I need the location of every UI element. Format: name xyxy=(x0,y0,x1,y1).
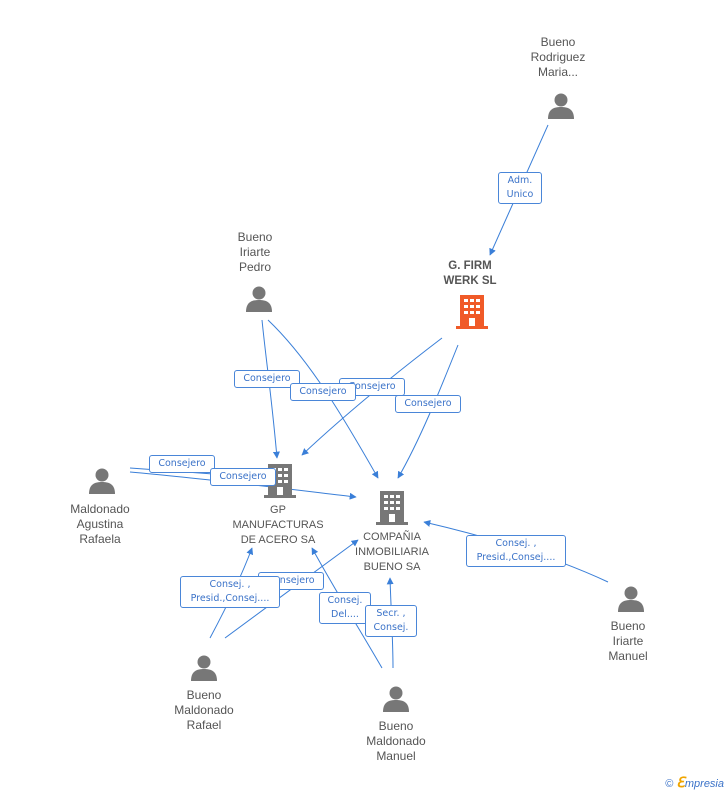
edge-label-consejero: Consejero xyxy=(395,395,461,413)
empresia-logo: © ℇmpresia xyxy=(665,774,724,790)
edge-label-consej-del: Consej. Del.... xyxy=(319,592,371,624)
person-icon xyxy=(191,655,217,681)
edge-label-secr-consej: Secr. , Consej. xyxy=(365,605,417,637)
edge-gfirm-compania xyxy=(397,344,459,479)
person-icon xyxy=(383,686,409,712)
edge-pedro-gp xyxy=(261,319,280,459)
node-bueno-iriarte-manuel[interactable]: Bueno Iriarte Manuel xyxy=(608,619,648,663)
person-icon xyxy=(89,468,115,494)
edge-label-consejero: Consejero xyxy=(149,455,215,473)
node-bueno-rodriguez[interactable]: Bueno Rodriguez Maria... xyxy=(530,35,586,79)
edge-label-consejero: Consejero xyxy=(234,370,300,388)
node-bueno-maldonado-rafael[interactable]: Bueno Maldonado Rafael xyxy=(174,688,234,732)
edge-label-consejero: Consejero xyxy=(290,383,356,401)
edge-label-consej-presid: Consej. , Presid.,Consej.... xyxy=(180,576,280,608)
node-bueno-iriarte-pedro[interactable]: Bueno Iriarte Pedro xyxy=(237,230,273,274)
node-g-firm[interactable]: G. FIRM WERK SL xyxy=(443,260,497,287)
node-gp-manufacturas[interactable]: GP MANUFACTURAS DE ACERO SA xyxy=(232,504,324,546)
node-maldonado-agustina[interactable]: Maldonado Agustina Rafaela xyxy=(70,502,130,546)
building-icon xyxy=(456,295,488,329)
person-icon xyxy=(246,286,272,312)
person-icon xyxy=(618,586,644,612)
node-bueno-maldonado-manuel[interactable]: Bueno Maldonado Manuel xyxy=(366,719,426,763)
edge-label-adm-unico: Adm. Unico xyxy=(498,172,542,204)
edge-label-consej-presid: Consej. , Presid.,Consej.... xyxy=(466,535,566,567)
edge-label-consejero: Consejero xyxy=(210,468,276,486)
building-icon xyxy=(376,491,408,525)
node-compania-inmobiliaria[interactable]: COMPAÑIA INMOBILIARIA BUENO SA xyxy=(355,531,429,573)
person-icon xyxy=(548,93,574,119)
